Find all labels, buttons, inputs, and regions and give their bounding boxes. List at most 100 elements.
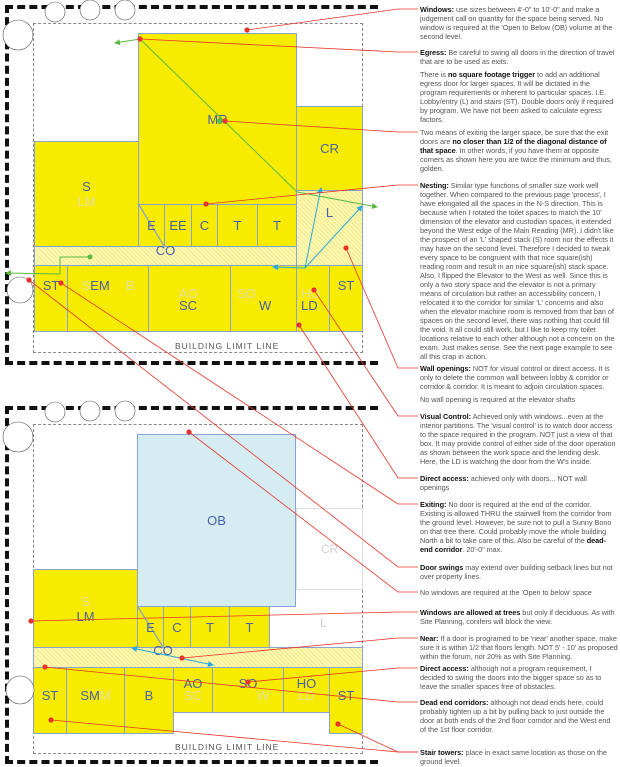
leader-dot <box>343 245 349 251</box>
room-label: ST <box>42 278 60 293</box>
tree-icon <box>79 0 101 21</box>
diagonal-line <box>139 38 298 193</box>
leader-dot <box>137 36 143 42</box>
room-label: T <box>206 619 214 635</box>
room-ee: EE <box>164 204 192 247</box>
note-text: If a door is programed to be 'near' anot… <box>420 634 618 661</box>
leader-line <box>28 279 418 568</box>
leader-dot <box>58 280 64 286</box>
room-st: ST <box>34 265 68 332</box>
leader-dot <box>222 118 228 124</box>
room-st: ST <box>329 667 363 734</box>
note-heading: Windows are allowed at trees <box>420 608 521 617</box>
leader-dot <box>186 429 192 435</box>
leader-dot <box>203 201 209 207</box>
room-label: CR <box>320 141 339 156</box>
room-label: W <box>259 297 272 313</box>
tree-icon <box>2 421 34 453</box>
note-heading: Stair towers: <box>420 748 464 757</box>
note-text: place in exact same location as those on… <box>420 748 607 766</box>
note: No windows are required at the 'Open to … <box>420 588 618 597</box>
note-text: There is <box>420 70 448 79</box>
ground-floor-ghost-cr: CR <box>296 508 363 590</box>
room-label: EE <box>169 218 187 233</box>
egress-arrow <box>296 191 378 210</box>
leader-line <box>345 247 418 369</box>
note-heading: no closer than 1/2 of the diagonal dista… <box>420 137 607 155</box>
room-b: B <box>124 667 174 734</box>
building-limit-label: BUILDING LIMIT LINE <box>175 341 280 351</box>
note: Direct access: achieved only with doors.… <box>420 474 618 492</box>
note-heading: Windows: <box>420 5 454 14</box>
note-heading: Dead end corridors: <box>420 698 489 707</box>
leader-line <box>44 666 418 703</box>
building-limit-label: BUILDING LIMIT LINE <box>175 742 280 752</box>
room-so: SOW <box>212 667 284 713</box>
note-text: although not a program requirement, I de… <box>420 664 602 691</box>
note-heading: Exiting: <box>420 500 447 509</box>
room-label: SM <box>80 688 100 703</box>
note-text: Achieved only with windows...even at the… <box>420 412 616 466</box>
property-line <box>5 406 378 764</box>
room-label: CO <box>155 243 176 258</box>
tree-icon <box>114 400 136 422</box>
leader-line <box>313 289 418 417</box>
egress-arrow <box>5 256 90 277</box>
room-label: AO <box>183 676 203 691</box>
room-ghost-label: W <box>256 688 270 703</box>
note: Nesting: Similar type functions of small… <box>420 181 618 361</box>
leader-dot <box>296 322 302 328</box>
leader-dot <box>28 618 34 624</box>
tree-icon <box>114 0 136 21</box>
access-arrow <box>304 205 363 269</box>
leader-dot <box>26 277 32 283</box>
note-text: Two means of exiting the larger space, b… <box>420 128 609 146</box>
access-arrows <box>131 187 363 667</box>
note-text: No door is required at the end of the co… <box>420 500 612 545</box>
access-arrow <box>169 655 214 667</box>
room-ghost-label: AO <box>179 285 198 301</box>
egress-dot <box>87 254 93 260</box>
tree-icon <box>79 400 101 422</box>
room-ghost-label: SC <box>183 688 203 703</box>
room-label: OB <box>207 513 226 528</box>
room-e: E <box>138 204 165 247</box>
leader-line <box>188 431 418 593</box>
leader-dot <box>179 655 185 661</box>
room-ghost-label: M <box>99 688 111 703</box>
note: Dead end corridors: although not dead en… <box>420 698 618 734</box>
note: Wall openings: NOT for visual control or… <box>420 364 618 391</box>
leader-dot <box>245 679 251 685</box>
room-label: T <box>245 619 254 635</box>
leader-line <box>205 184 418 205</box>
ground-floor-ghost-l: L <box>320 616 327 630</box>
note: Egress: Be careful to swing all doors in… <box>420 48 618 66</box>
leader-line <box>224 120 418 133</box>
room-label: EM <box>90 278 110 293</box>
note-text: achieved only with doors... NOT wall ope… <box>420 474 587 492</box>
room-label: C <box>172 619 182 635</box>
note-heading: Direct access: <box>420 664 469 673</box>
note: Near: If a door is programed to be 'near… <box>420 634 618 661</box>
tree-icon <box>2 19 34 51</box>
note: Exiting: No door is required at the end … <box>420 500 618 554</box>
room-t: T <box>217 204 258 247</box>
leader-line <box>60 282 418 505</box>
leader-line <box>181 637 418 659</box>
room-label: B <box>144 688 154 703</box>
note-text: NOT for visual control or direct access.… <box>420 364 610 391</box>
tree-icon <box>6 276 34 304</box>
room-ob: OB <box>137 434 296 607</box>
leader-line <box>337 723 418 753</box>
note-heading: Direct access: <box>420 474 469 483</box>
note-text: No windows are required at the 'Open to … <box>420 588 592 597</box>
note-heading: Wall openings: <box>420 364 471 373</box>
note: Windows are allowed at trees but only if… <box>420 608 618 626</box>
note-heading: Nesting: <box>420 181 449 190</box>
leader-dot <box>335 721 341 727</box>
corridor-co: CO <box>33 644 363 668</box>
